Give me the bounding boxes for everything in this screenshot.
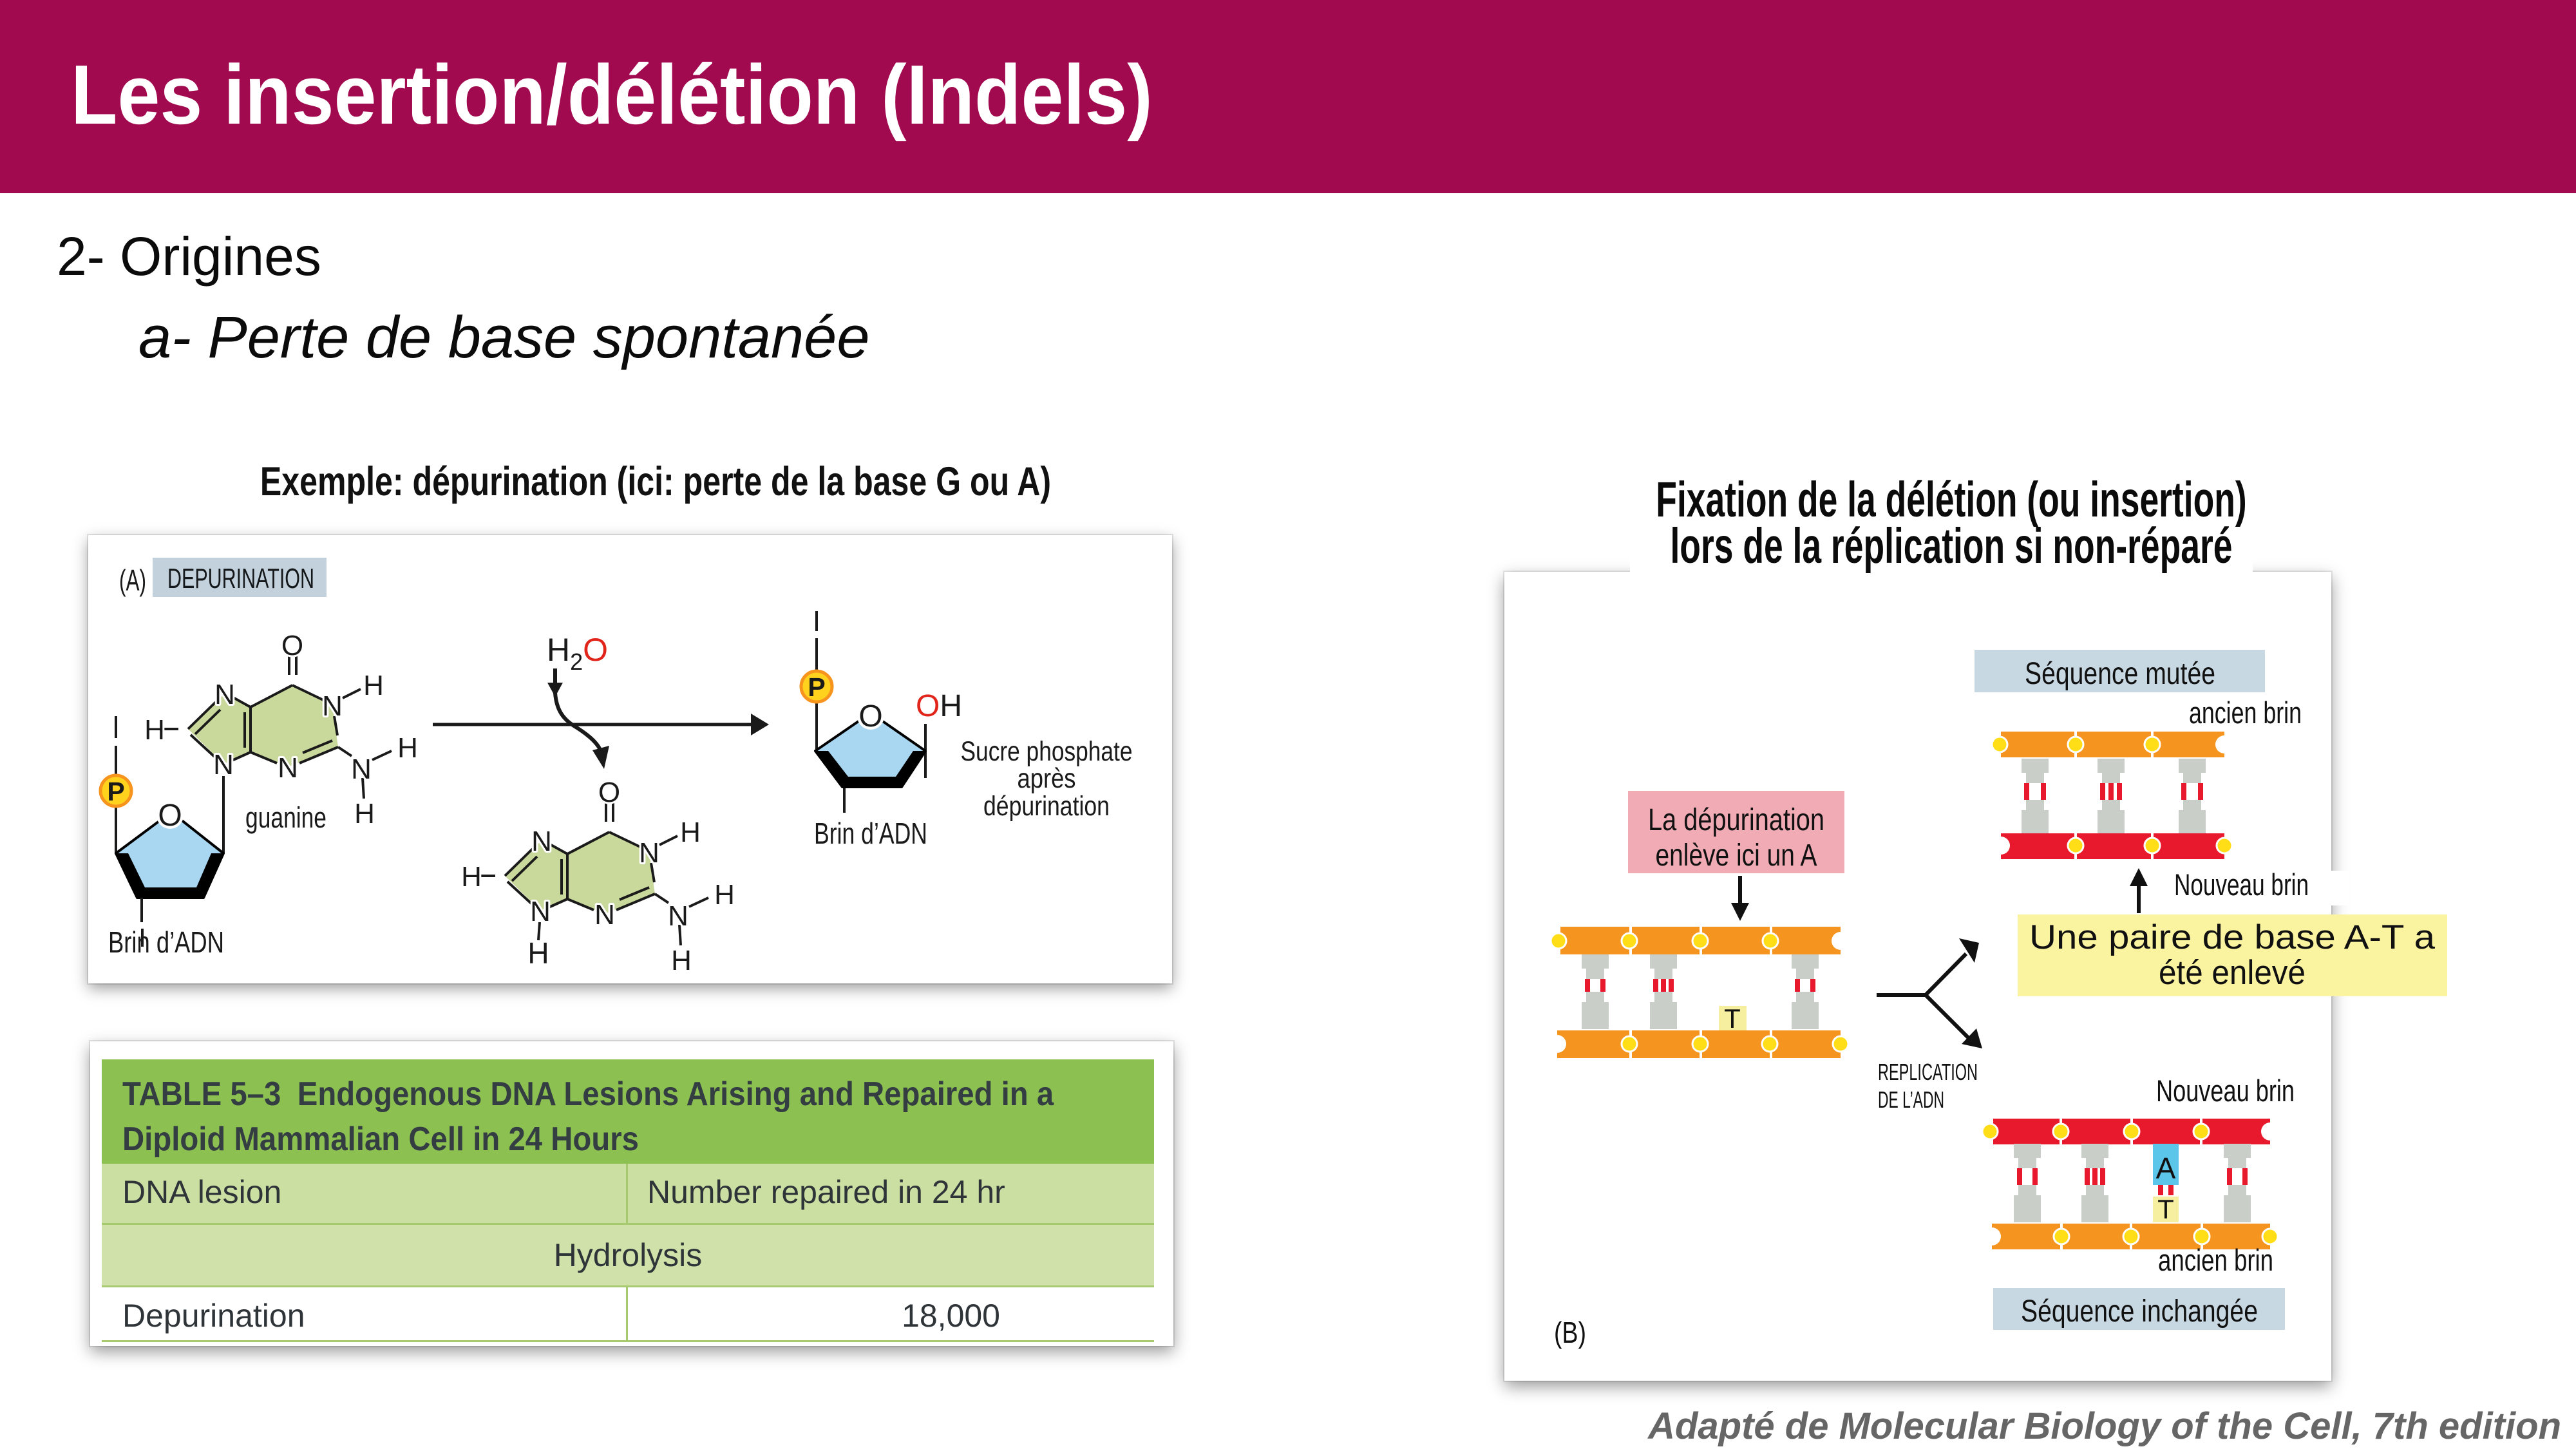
svg-text:été enlevé: été enlevé [2159,954,2306,992]
svg-text:T: T [2157,1194,2174,1224]
svg-text:Sucre phosphate: Sucre phosphate [961,736,1133,767]
svg-text:Brin d’ADN: Brin d’ADN [108,925,224,959]
svg-text:Une paire de base A-T a: Une paire de base A-T a [2029,918,2436,956]
svg-text:ancien brin: ancien brin [2158,1243,2273,1277]
svg-text:N: N [351,753,372,785]
svg-text:OH: OH [916,689,962,723]
svg-text:P: P [107,777,124,806]
svg-text:H: H [397,732,418,764]
svg-text:H2O: H2O [547,632,608,675]
svg-text:N: N [322,690,343,722]
svg-text:H: H [527,936,549,970]
svg-text:H: H [363,670,384,701]
svg-text:H: H [354,798,375,829]
svg-text:O: O [281,630,303,661]
svg-text:Brin d’ADN: Brin d’ADN [814,817,927,850]
svg-text:A: A [2156,1151,2176,1185]
svg-text:N: N [214,679,235,710]
svg-text:P: P [808,672,825,702]
svg-text:(A): (A) [119,564,146,597]
svg-text:La dépurination: La dépurination [1648,803,1824,837]
svg-text:dépurination: dépurination [983,791,1110,822]
svg-text:Nouveau brin: Nouveau brin [2174,867,2309,902]
svg-text:N: N [278,752,298,784]
svg-text:guanine: guanine [245,801,327,834]
svg-text:T: T [1724,1003,1741,1034]
svg-text:DE L’ADN: DE L’ADN [1878,1086,1944,1113]
svg-text:O: O [158,799,182,833]
svg-text:O: O [858,699,882,734]
svg-text:DEPURINATION: DEPURINATION [167,563,314,594]
svg-text:Séquence mutée: Séquence mutée [2025,657,2215,691]
svg-text:N: N [213,749,234,781]
svg-text:ancien brin: ancien brin [2189,696,2302,730]
svg-text:après: après [1018,763,1076,794]
svg-text:REPLICATION: REPLICATION [1878,1059,1978,1085]
svg-text:Séquence inchangée: Séquence inchangée [2021,1294,2258,1329]
svg-text:(B): (B) [1554,1316,1586,1349]
svg-text:enlève ici un A: enlève ici un A [1656,838,1817,873]
svg-text:H: H [144,714,165,746]
svg-text:Nouveau brin: Nouveau brin [2156,1074,2295,1108]
